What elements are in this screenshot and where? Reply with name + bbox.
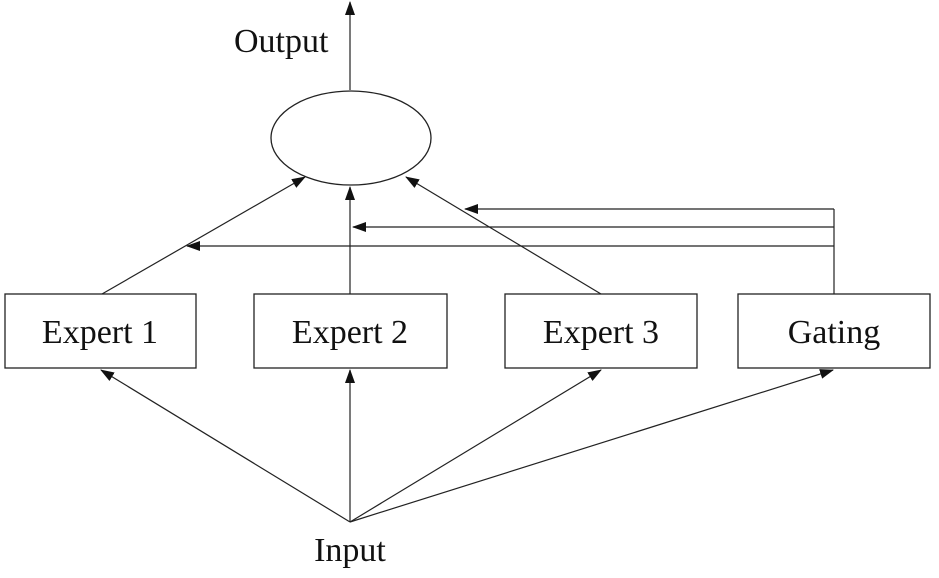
input-to-expert-3-arrow xyxy=(349,369,602,523)
expert-1-label: Expert 1 xyxy=(42,314,158,351)
combiner-node xyxy=(270,90,432,186)
expert-2-label: Expert 2 xyxy=(292,314,408,351)
expert-1-to-combiner-arrow xyxy=(101,176,306,295)
expert-3-to-combiner-arrow xyxy=(405,176,602,295)
gating-label: Gating xyxy=(788,314,881,351)
expert-2-box xyxy=(253,293,448,369)
expert-1-box xyxy=(4,293,197,369)
gating-box xyxy=(737,293,931,369)
input-label: Input xyxy=(314,532,386,569)
input-to-gating-arrow xyxy=(349,369,834,523)
expert-3-label: Expert 3 xyxy=(543,314,659,351)
input-to-expert-1-arrow xyxy=(100,369,351,523)
output-label: Output xyxy=(234,23,329,60)
